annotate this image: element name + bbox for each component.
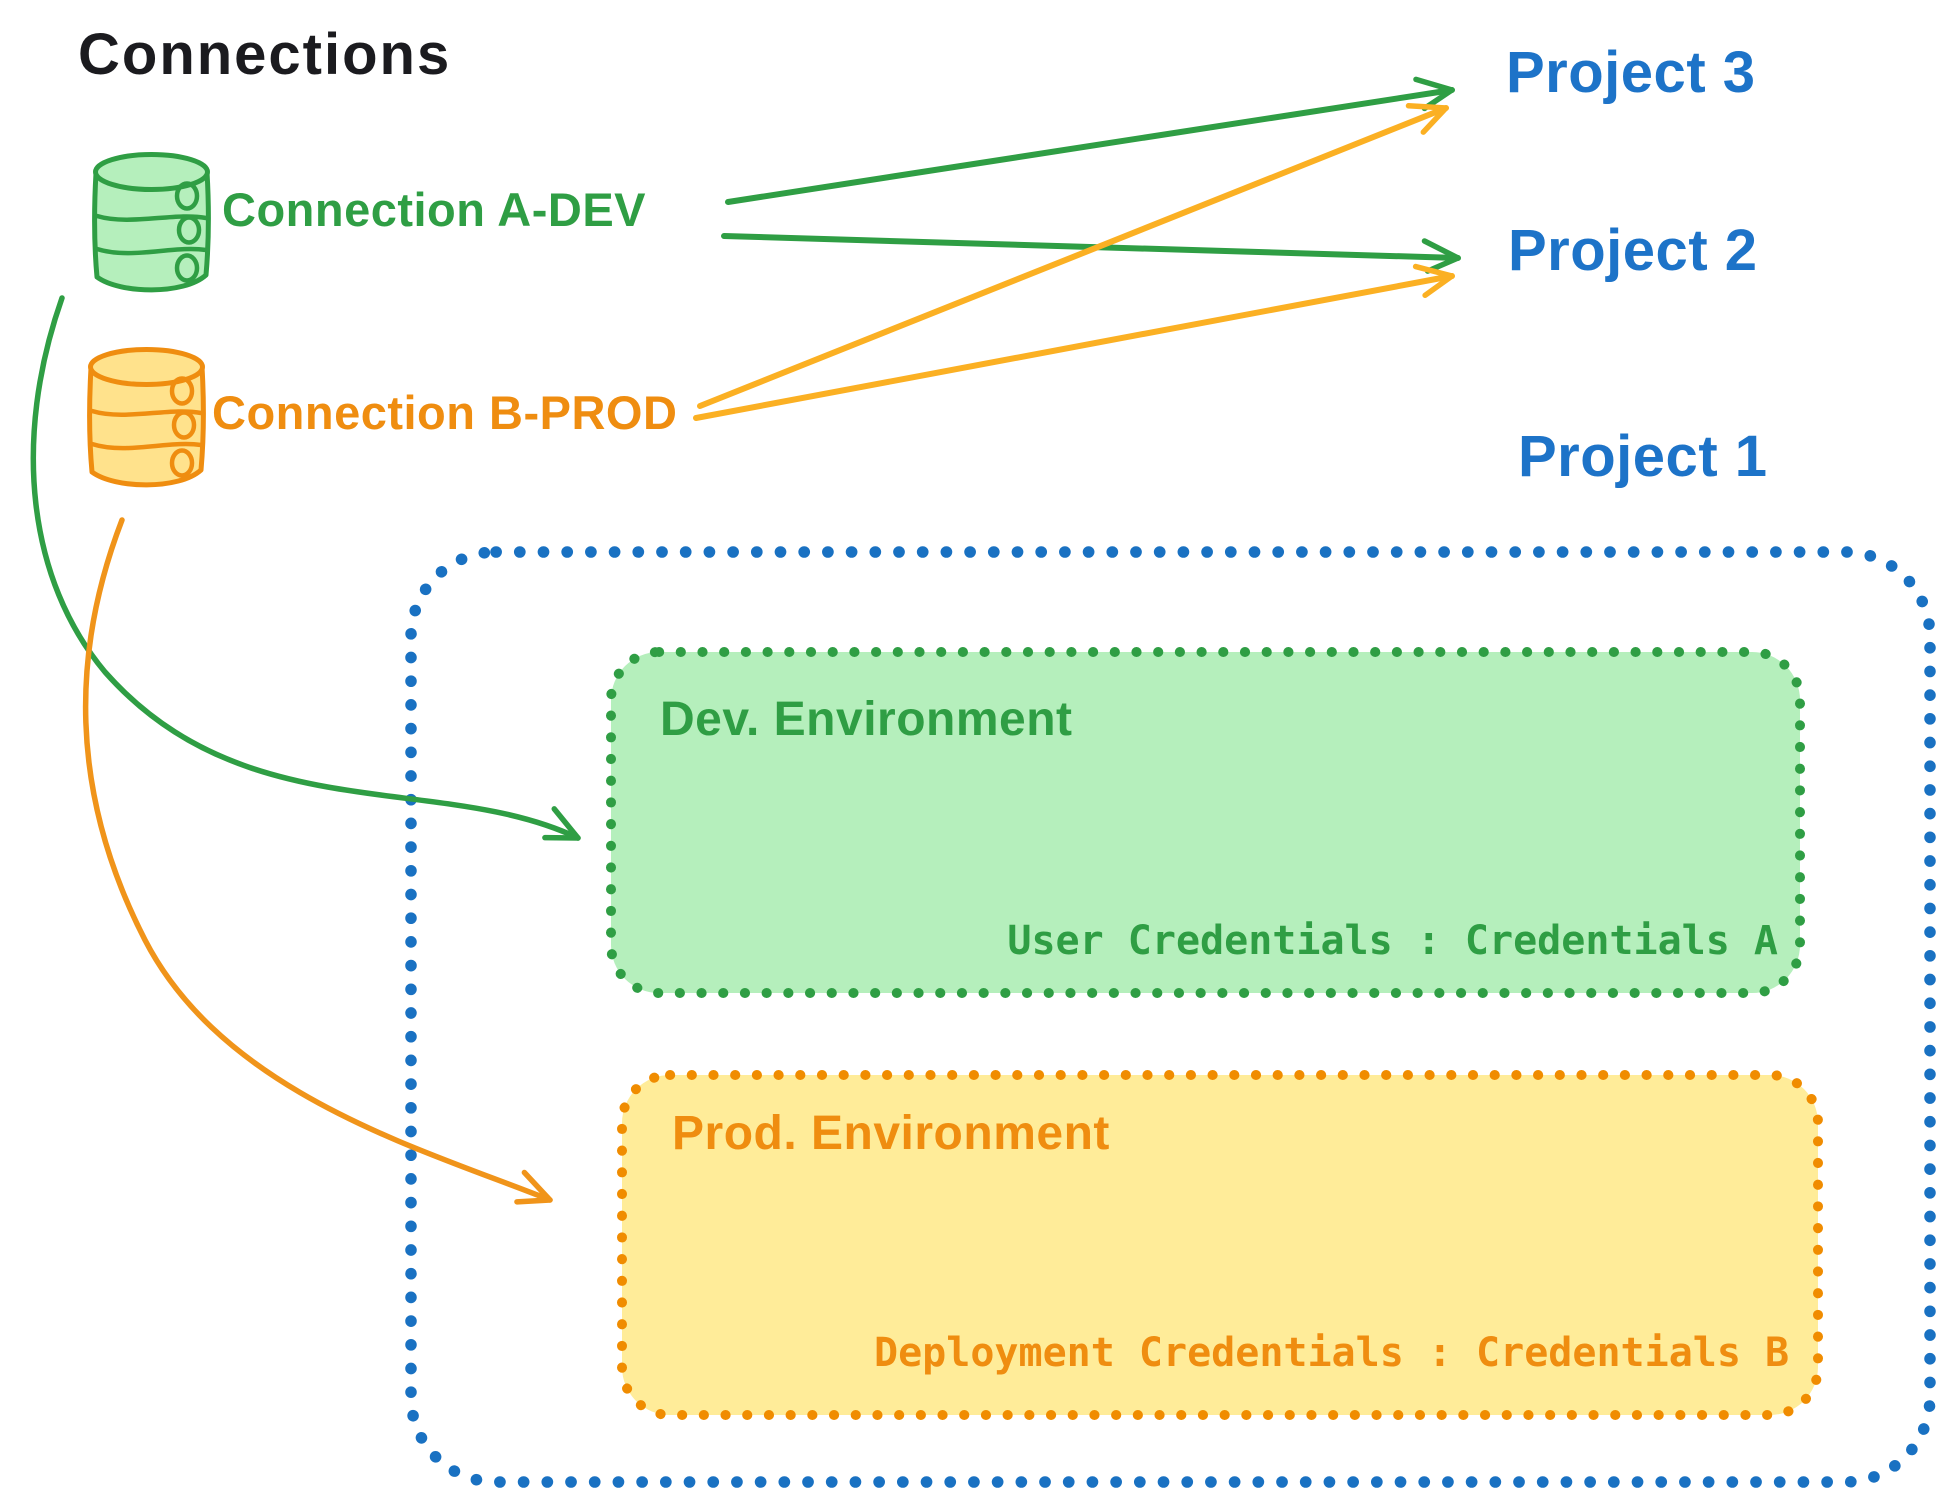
arrow-b-prod-to-project-2 xyxy=(693,263,1455,421)
prod-environment-title: Prod. Environment xyxy=(672,1107,1110,1160)
project-2-label: Project 2 xyxy=(1508,218,1758,283)
arrow-a-dev-to-dev-environment xyxy=(30,295,581,841)
arrow-b-prod-to-project-3 xyxy=(697,103,1449,409)
arrow-b-prod-to-prod-environment xyxy=(82,517,553,1205)
dev-environment-credentials: User Credentials : Credentials A xyxy=(1007,918,1778,964)
project-1-label: Project 1 xyxy=(1518,424,1768,489)
dev-environment-box xyxy=(606,647,1805,998)
dev-environment-title: Dev. Environment xyxy=(660,693,1073,746)
database-icon-b-prod xyxy=(90,350,204,485)
prod-environment-box xyxy=(617,1070,1823,1420)
connection-b-prod-label: Connection B-PROD xyxy=(212,386,678,439)
diagram-title: Connections xyxy=(78,22,452,87)
project-3-label: Project 3 xyxy=(1506,40,1756,105)
arrow-a-dev-to-project-3 xyxy=(725,76,1455,205)
prod-environment-credentials: Deployment Credentials : Credentials B xyxy=(874,1330,1790,1376)
project1-container-box xyxy=(405,546,1936,1488)
connection-a-dev-label: Connection A-DEV xyxy=(222,183,647,236)
database-icon-a-dev xyxy=(95,155,209,290)
